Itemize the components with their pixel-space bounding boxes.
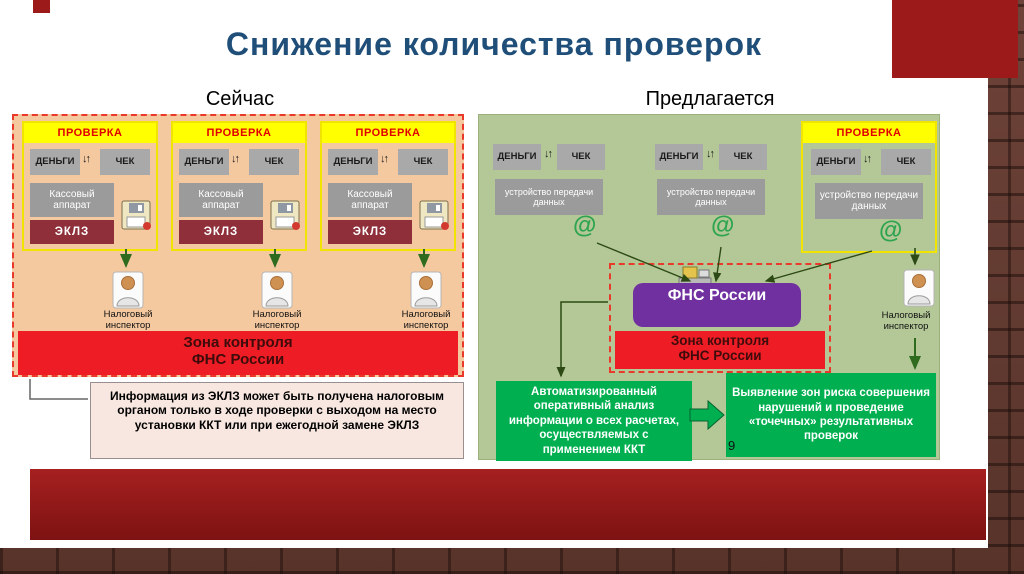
decorative-red-mark	[33, 0, 50, 13]
now-unit-1: ПРОВЕРКА ДЕНЬГИ ↓↑ ЧЕК Кассовый аппарат …	[22, 121, 158, 251]
floppy-disk-icon	[419, 200, 449, 230]
inspector-person-icon	[410, 271, 442, 309]
proposed-panel: ДЕНЬГИ ↓↑ ЧЕК устройство передачи данных…	[478, 114, 940, 461]
fns-control-zone-banner: Зона контроля ФНС России	[615, 331, 825, 369]
check-box: ЧЕК	[398, 149, 448, 175]
inspector-label: Налоговый инспектор	[401, 309, 451, 331]
data-transfer-device-box: устройство передачи данных	[657, 179, 765, 215]
check-box: ЧЕК	[719, 144, 767, 170]
proposed-unit-2: ДЕНЬГИ ↓↑ ЧЕК устройство передачи данных…	[655, 144, 767, 244]
fns-control-zone-banner: Зона контроля ФНС России	[18, 331, 458, 375]
cash-register-box: Кассовый аппарат	[328, 183, 412, 217]
inspector-person-icon	[112, 271, 144, 309]
exchange-arrows-icon: ↓↑	[380, 153, 389, 165]
inspector-label: Налоговый инспектор	[881, 310, 931, 332]
eklz-box: ЭКЛЗ	[179, 220, 263, 244]
zone-banner-line1: Зона контроля	[183, 334, 293, 351]
exchange-arrows-icon: ↓↑	[82, 153, 91, 165]
zone-banner-line1: Зона контроля	[670, 333, 770, 348]
zone-banner-line2: ФНС России	[678, 348, 762, 363]
exchange-arrows-icon: ↓↑	[863, 153, 872, 165]
eklz-box: ЭКЛЗ	[30, 220, 114, 244]
decorative-corner-block	[892, 0, 1018, 78]
check-box: ЧЕК	[249, 149, 299, 175]
money-box: ДЕНЬГИ	[493, 144, 541, 170]
cash-register-box: Кассовый аппарат	[179, 183, 263, 217]
slide-title: Снижение количества проверок	[225, 26, 763, 62]
now-unit-3: ПРОВЕРКА ДЕНЬГИ ↓↑ ЧЕК Кассовый аппарат …	[320, 121, 456, 251]
exchange-arrows-icon: ↓↑	[706, 148, 715, 160]
inspector-label: Налоговый инспектор	[103, 309, 153, 331]
page-number: 9	[728, 438, 736, 453]
floppy-disk-icon	[121, 200, 151, 230]
fns-russia-box: ФНС России	[633, 283, 801, 327]
inspector-label: Налоговый инспектор	[252, 309, 302, 331]
proposed-unit-3: ПРОВЕРКА ДЕНЬГИ ↓↑ ЧЕК устройство переда…	[801, 121, 937, 253]
inspection-header: ПРОВЕРКА	[173, 123, 305, 143]
inspection-header: ПРОВЕРКА	[24, 123, 156, 143]
cash-register-box: Кассовый аппарат	[30, 183, 114, 217]
proposed-unit-1: ДЕНЬГИ ↓↑ ЧЕК устройство передачи данных…	[493, 144, 605, 244]
inspector-person-icon	[903, 269, 935, 307]
check-box: ЧЕК	[557, 144, 605, 170]
exchange-arrows-icon: ↓↑	[544, 148, 553, 160]
money-box: ДЕНЬГИ	[30, 149, 80, 175]
column-header-now: Сейчас	[205, 88, 275, 110]
now-unit-2: ПРОВЕРКА ДЕНЬГИ ↓↑ ЧЕК Кассовый аппарат …	[171, 121, 307, 251]
column-header-proposed: Предлагается	[645, 88, 775, 110]
zone-banner-line2: ФНС России	[191, 351, 285, 368]
inspection-header: ПРОВЕРКА	[322, 123, 454, 143]
internet-at-icon: @	[711, 212, 735, 239]
data-transfer-device-box: устройство передачи данных	[495, 179, 603, 215]
money-box: ДЕНЬГИ	[328, 149, 378, 175]
internet-at-icon: @	[573, 212, 597, 239]
eklz-note: Информация из ЭКЛЗ может быть получена н…	[90, 382, 464, 459]
floppy-disk-icon	[270, 200, 300, 230]
inspector-person-icon	[261, 271, 293, 309]
eklz-box: ЭКЛЗ	[328, 220, 412, 244]
risk-detection-box: Выявление зон риска совершения нарушений…	[726, 373, 936, 457]
money-box: ДЕНЬГИ	[811, 149, 861, 175]
data-transfer-device-box: устройство передачи данных	[815, 183, 923, 219]
internet-at-icon: @	[879, 217, 903, 244]
inspection-header: ПРОВЕРКА	[803, 123, 935, 143]
automated-analysis-box: Автоматизированный оперативный анализ ин…	[496, 381, 692, 461]
decorative-bottom-bar	[30, 469, 986, 540]
exchange-arrows-icon: ↓↑	[231, 153, 240, 165]
money-box: ДЕНЬГИ	[655, 144, 703, 170]
fns-line2: России	[708, 287, 767, 304]
check-box: ЧЕК	[881, 149, 931, 175]
now-panel: ПРОВЕРКА ДЕНЬГИ ↓↑ ЧЕК Кассовый аппарат …	[12, 114, 464, 377]
fns-line1: ФНС	[667, 287, 705, 304]
check-box: ЧЕК	[100, 149, 150, 175]
money-box: ДЕНЬГИ	[179, 149, 229, 175]
